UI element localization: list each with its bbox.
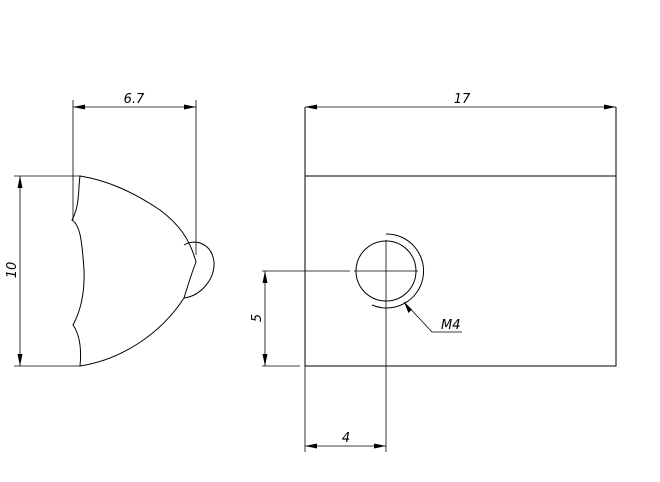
- dim-side-width-label: 6.7: [124, 92, 145, 107]
- thread-callout: M4: [403, 301, 462, 333]
- side-view: [71, 175, 215, 367]
- side-view-lobe: [183, 241, 215, 299]
- dim-hole-height-label: 5: [250, 314, 265, 322]
- dim-side-width: 6.7: [72, 92, 197, 255]
- dim-side-height: 10: [5, 175, 80, 367]
- hole-thread-arc: [371, 233, 425, 309]
- dim-hole-offset-label: 4: [342, 431, 350, 446]
- dim-hole-height: 5: [250, 271, 300, 367]
- thread-label: M4: [441, 318, 461, 333]
- dim-side-height-label: 10: [5, 262, 20, 279]
- dim-hole-offset: 4: [304, 366, 386, 452]
- front-view-outline: [304, 175, 617, 367]
- threaded-hole: [262, 233, 425, 452]
- dim-front-width: 17: [305, 92, 616, 110]
- front-view: [304, 107, 617, 367]
- dim-front-width-label: 17: [454, 92, 471, 107]
- side-view-body-outline: [71, 175, 197, 367]
